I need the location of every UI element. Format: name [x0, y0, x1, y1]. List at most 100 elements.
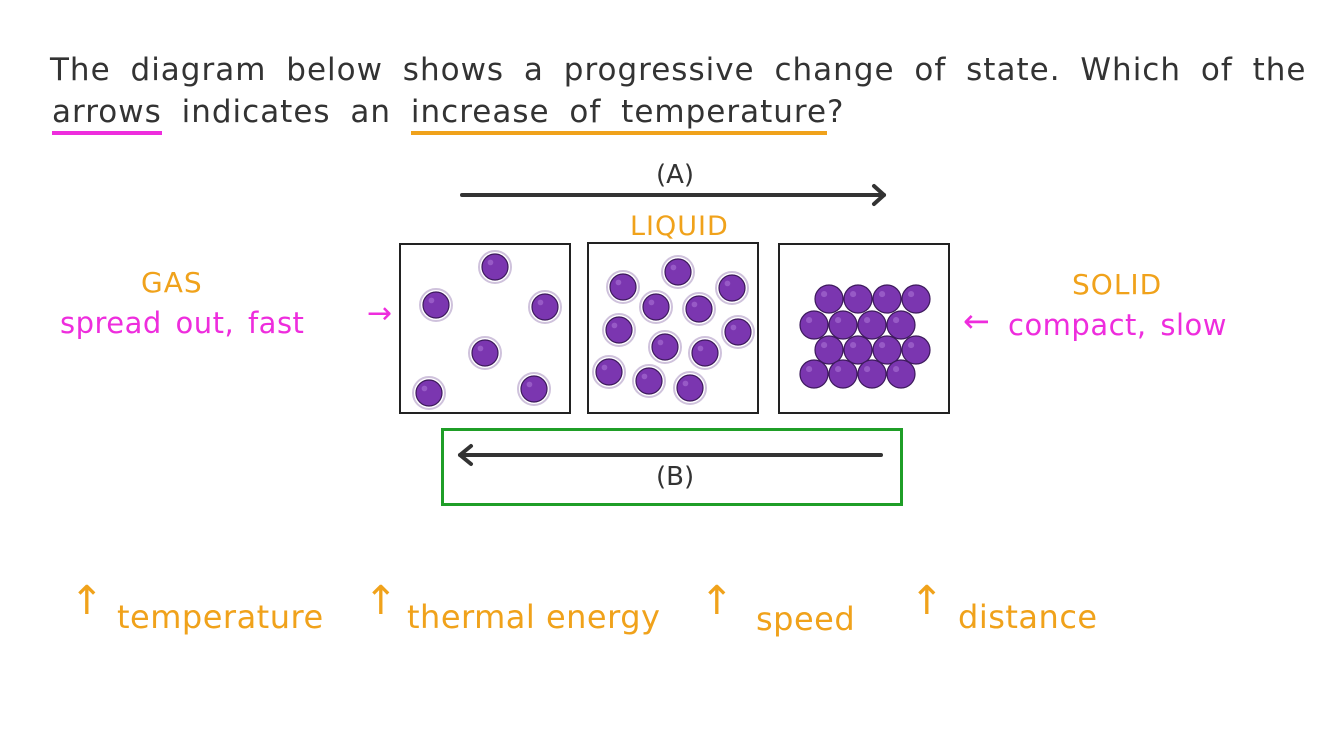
particle [724, 318, 752, 346]
question-line-2: arrows indicates an increase of temperat… [52, 94, 845, 135]
keyword-arrows: arrows [52, 94, 162, 135]
question-text-1: The diagram below shows a progressive ch… [50, 52, 1307, 88]
particle-shine [697, 345, 704, 352]
particle-shine [526, 381, 533, 388]
solid-label: SOLID [1072, 268, 1163, 301]
particle-shine [670, 264, 677, 271]
liquid-box [587, 242, 759, 414]
particle-shine [908, 291, 915, 298]
increase-item-distance: ↑ [910, 578, 944, 624]
gas-box [399, 243, 571, 414]
particle-shine [487, 259, 494, 266]
up-arrow-icon: ↑ [910, 578, 944, 624]
particle-shine [601, 364, 608, 371]
solid-pointer-arrow: ← [963, 302, 990, 340]
particle [415, 379, 443, 407]
particle [422, 291, 450, 319]
particle-shine [806, 366, 813, 373]
particle-shine [641, 373, 648, 380]
gas-description: spread out, fast [60, 306, 305, 340]
particle-halo [661, 255, 695, 289]
particle-shine [864, 366, 871, 373]
particle [872, 284, 902, 314]
answer-highlight-box [441, 428, 903, 506]
particle [635, 367, 663, 395]
arrow-a-label: (A) [656, 160, 695, 190]
solid-description: compact, slow [1008, 308, 1227, 342]
particle [642, 293, 670, 321]
particle [799, 359, 829, 389]
solid-particles [799, 284, 931, 389]
particle-halo [412, 376, 446, 410]
particle-shine [537, 299, 544, 306]
particle [520, 375, 548, 403]
particle [828, 359, 858, 389]
particle-halo [688, 336, 722, 370]
particle-shine [428, 297, 435, 304]
particle-halo [478, 250, 512, 284]
particle [828, 310, 858, 340]
liquid-label: LIQUID [630, 211, 729, 242]
particle-halo [528, 290, 562, 324]
particle-shine [893, 317, 900, 324]
particle-halo [715, 271, 749, 305]
particle [901, 335, 931, 365]
particle-halo [592, 355, 626, 389]
particle-shine [724, 280, 731, 287]
particle [886, 310, 916, 340]
particle-halo [468, 336, 502, 370]
arrow-a-head [872, 184, 886, 206]
particle-shine [682, 380, 689, 387]
particle [718, 274, 746, 302]
particle-shine [850, 291, 857, 298]
particle [605, 316, 633, 344]
particle [691, 339, 719, 367]
particle-shine [477, 345, 484, 352]
particle-shine [691, 301, 698, 308]
gas-pointer-arrow: → [367, 296, 393, 331]
particle-shine [611, 322, 618, 329]
particle-halo [517, 372, 551, 406]
particle-halo [648, 330, 682, 364]
particle [872, 335, 902, 365]
up-arrow-icon: ↑ [70, 578, 104, 624]
particle [886, 359, 916, 389]
increase-label-distance: distance [958, 598, 1098, 636]
gas-particles [412, 250, 562, 410]
particle [471, 339, 499, 367]
particle-shine [864, 317, 871, 324]
gas-label: GAS [141, 266, 203, 299]
particle [481, 253, 509, 281]
up-arrow-icon: ↑ [364, 578, 398, 624]
particle-shine [421, 385, 428, 392]
liquid-particles [592, 255, 755, 405]
particle-shine [730, 324, 737, 331]
particle [814, 335, 844, 365]
increase-item-thermal-energy: ↑ [364, 578, 398, 624]
particle-shine [879, 291, 886, 298]
particle [799, 310, 829, 340]
particle-shine [657, 339, 664, 346]
arrow-b-label: (B) [656, 462, 695, 492]
solid-box [778, 243, 950, 414]
keyword-increase-temperature: increase of temperature [410, 94, 828, 135]
particle-shine [806, 317, 813, 324]
up-arrow-icon: ↑ [700, 578, 734, 624]
particle-halo [632, 364, 666, 398]
particle-halo [682, 292, 716, 326]
particle [651, 333, 679, 361]
particle [664, 258, 692, 286]
particle-shine [821, 342, 828, 349]
particle-shine [821, 291, 828, 298]
increase-item-temperature: ↑ [70, 578, 104, 624]
particle [857, 310, 887, 340]
particle-halo [602, 313, 636, 347]
particle-shine [850, 342, 857, 349]
particle-halo [419, 288, 453, 322]
particle [814, 284, 844, 314]
arrow-b-head [458, 444, 473, 466]
particle [609, 273, 637, 301]
particle [857, 359, 887, 389]
particle-shine [835, 317, 842, 324]
